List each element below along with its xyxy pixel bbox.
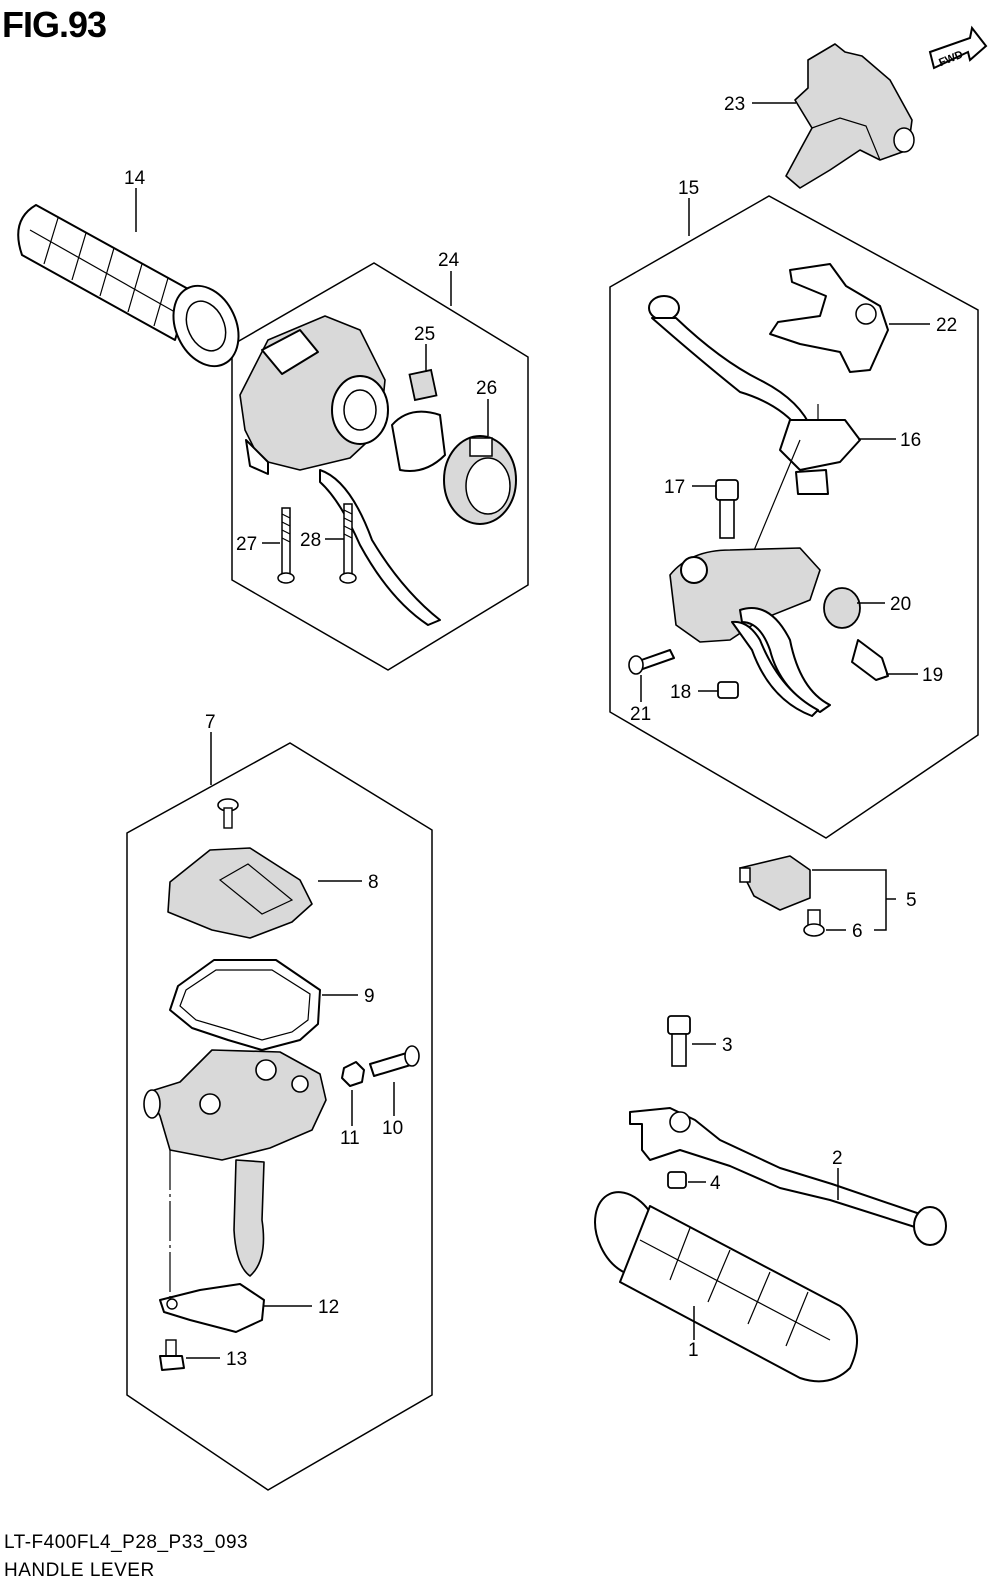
part-17-pin bbox=[715, 479, 739, 539]
fwd-arrow-icon: FWD bbox=[928, 25, 988, 70]
figure-title: FIG.93 bbox=[2, 4, 107, 45]
callout-14: 14 bbox=[124, 168, 146, 189]
part-22-bracket bbox=[769, 263, 889, 373]
callout-1: 1 bbox=[688, 1340, 699, 1361]
callout-15: 15 bbox=[678, 178, 699, 199]
callout-7: 7 bbox=[205, 712, 216, 733]
callout-8: 8 bbox=[368, 872, 379, 893]
part-15-master bbox=[669, 547, 831, 717]
part-13-bolt bbox=[159, 1339, 185, 1371]
callout-25: 25 bbox=[414, 324, 435, 345]
part-23-cover bbox=[785, 43, 915, 189]
callout-5: 5 bbox=[906, 890, 917, 911]
part-19-bolt bbox=[851, 639, 889, 681]
part-27-screw bbox=[277, 507, 295, 584]
part-8-cover bbox=[167, 847, 313, 939]
part-5-switch bbox=[739, 855, 811, 911]
callout-2: 2 bbox=[832, 1148, 843, 1169]
callout-19: 19 bbox=[922, 665, 943, 686]
callout-3: 3 bbox=[722, 1035, 733, 1056]
part-25-switch bbox=[391, 368, 446, 472]
part-28-screw bbox=[339, 503, 357, 584]
part-21-bolt bbox=[628, 649, 675, 675]
callout-27: 27 bbox=[236, 534, 257, 555]
part-11-nut bbox=[341, 1061, 365, 1087]
callout-21: 21 bbox=[630, 704, 651, 725]
part-10-bolt bbox=[369, 1045, 420, 1077]
part-12-plate bbox=[159, 1283, 265, 1333]
callout-11: 11 bbox=[340, 1128, 360, 1149]
callout-6: 6 bbox=[852, 921, 863, 942]
part-9-gasket bbox=[169, 959, 321, 1051]
guide-line-15 bbox=[749, 439, 801, 561]
part-7-body bbox=[143, 1049, 327, 1277]
callout-16: 16 bbox=[900, 430, 921, 451]
leader-lines bbox=[135, 102, 930, 1359]
part-1-grip bbox=[594, 1191, 858, 1383]
part-16-holder bbox=[779, 404, 861, 495]
callout-22: 22 bbox=[936, 315, 957, 336]
callout-17: 17 bbox=[664, 477, 685, 498]
callout-28: 28 bbox=[300, 530, 321, 551]
callout-labels: 14 23 15 24 25 26 27 28 22 16 17 20 19 1… bbox=[124, 94, 957, 1370]
part-20-nut bbox=[823, 587, 861, 629]
callout-12: 12 bbox=[318, 1297, 339, 1318]
part-15-lever bbox=[648, 295, 813, 431]
callout-23: 23 bbox=[724, 94, 745, 115]
part-4-nut bbox=[667, 1171, 687, 1189]
assembly-box-15 bbox=[609, 195, 979, 839]
callout-4: 4 bbox=[710, 1173, 721, 1194]
part-2-lever bbox=[629, 1107, 947, 1246]
callout-20: 20 bbox=[890, 594, 911, 615]
part-3-pin bbox=[667, 1015, 691, 1067]
callout-10: 10 bbox=[382, 1118, 403, 1139]
callout-26: 26 bbox=[476, 378, 497, 399]
part-18-nut bbox=[717, 681, 739, 699]
callout-13: 13 bbox=[226, 1349, 247, 1370]
figure-code: LT-F400FL4_P28_P33_093 bbox=[4, 1532, 249, 1553]
callout-24: 24 bbox=[438, 250, 460, 271]
callout-18: 18 bbox=[670, 682, 691, 703]
part-7-screw-top bbox=[217, 798, 239, 829]
assembly-box-7 bbox=[126, 742, 433, 1491]
figure-name: HANDLE LEVER bbox=[4, 1560, 155, 1581]
part-26-ring bbox=[443, 435, 517, 525]
part-14-grip bbox=[17, 204, 240, 368]
callout-9: 9 bbox=[364, 986, 375, 1007]
part-6-screw bbox=[803, 909, 825, 937]
assembly-box-24 bbox=[231, 262, 529, 671]
